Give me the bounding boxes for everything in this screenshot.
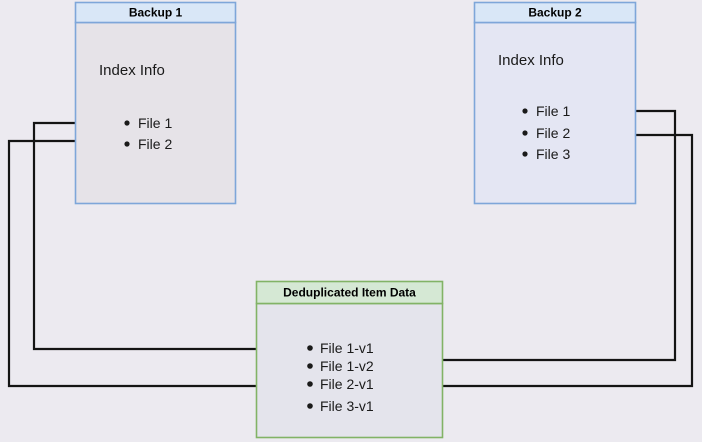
bullet-dot — [522, 151, 528, 157]
list-item-label: File 1 — [138, 115, 172, 131]
bullet-dot — [124, 141, 130, 147]
box-backup2[interactable]: Backup 2 Index Info File 1 File 2 File 3 — [473, 1, 637, 205]
list-item-label: File 1-v2 — [320, 358, 374, 374]
bullet-dot — [307, 381, 313, 387]
box-backup1-item-list: File 1 File 2 — [124, 115, 172, 152]
bullet-dot — [307, 363, 313, 369]
box-backup2-item-list: File 1 File 2 File 3 — [522, 103, 570, 162]
list-item: File 1 — [124, 115, 172, 131]
box-backup2-body — [473, 21, 637, 205]
list-item: File 1-v1 — [307, 340, 374, 356]
bullet-dot — [307, 403, 313, 409]
list-item-label: File 2-v1 — [320, 376, 374, 392]
box-backup1-header-label: Backup 1 — [129, 6, 183, 20]
list-item: File 3-v1 — [307, 398, 374, 414]
list-item-label: File 3-v1 — [320, 398, 374, 414]
bullet-dot — [124, 120, 130, 126]
bullet-dot — [522, 108, 528, 114]
list-item-label: File 2 — [138, 136, 172, 152]
list-item: File 2 — [522, 125, 570, 141]
box-backup1[interactable]: Backup 1 Index Info File 1 File 2 — [74, 1, 237, 205]
box-backup2-header-label: Backup 2 — [528, 6, 582, 20]
list-item: File 3 — [522, 146, 570, 162]
bullet-dot — [307, 345, 313, 351]
box-dedup-header-label: Deduplicated Item Data — [283, 286, 416, 300]
box-dedup-header — [255, 280, 444, 305]
list-item-label: File 2 — [536, 125, 570, 141]
list-item: File 1-v2 — [307, 358, 374, 374]
box-dedup-item-list: File 1-v1 File 1-v2 File 2-v1 File 3-v1 — [307, 340, 374, 414]
bullet-dot — [522, 130, 528, 136]
box-backup2-index-info-label: Index Info — [498, 52, 564, 69]
box-dedup[interactable]: Deduplicated Item Data File 1-v1 File 1-… — [255, 280, 444, 439]
list-item-label: File 1-v1 — [320, 340, 374, 356]
list-item-label: File 1 — [536, 103, 570, 119]
box-backup1-index-info-label: Index Info — [99, 62, 165, 79]
box-backup1-body — [74, 21, 237, 205]
list-item: File 2-v1 — [307, 376, 374, 392]
box-backup1-header — [74, 1, 237, 24]
list-item: File 1 — [522, 103, 570, 119]
box-backup2-header — [473, 1, 637, 24]
list-item-label: File 3 — [536, 146, 570, 162]
list-item: File 2 — [124, 136, 172, 152]
